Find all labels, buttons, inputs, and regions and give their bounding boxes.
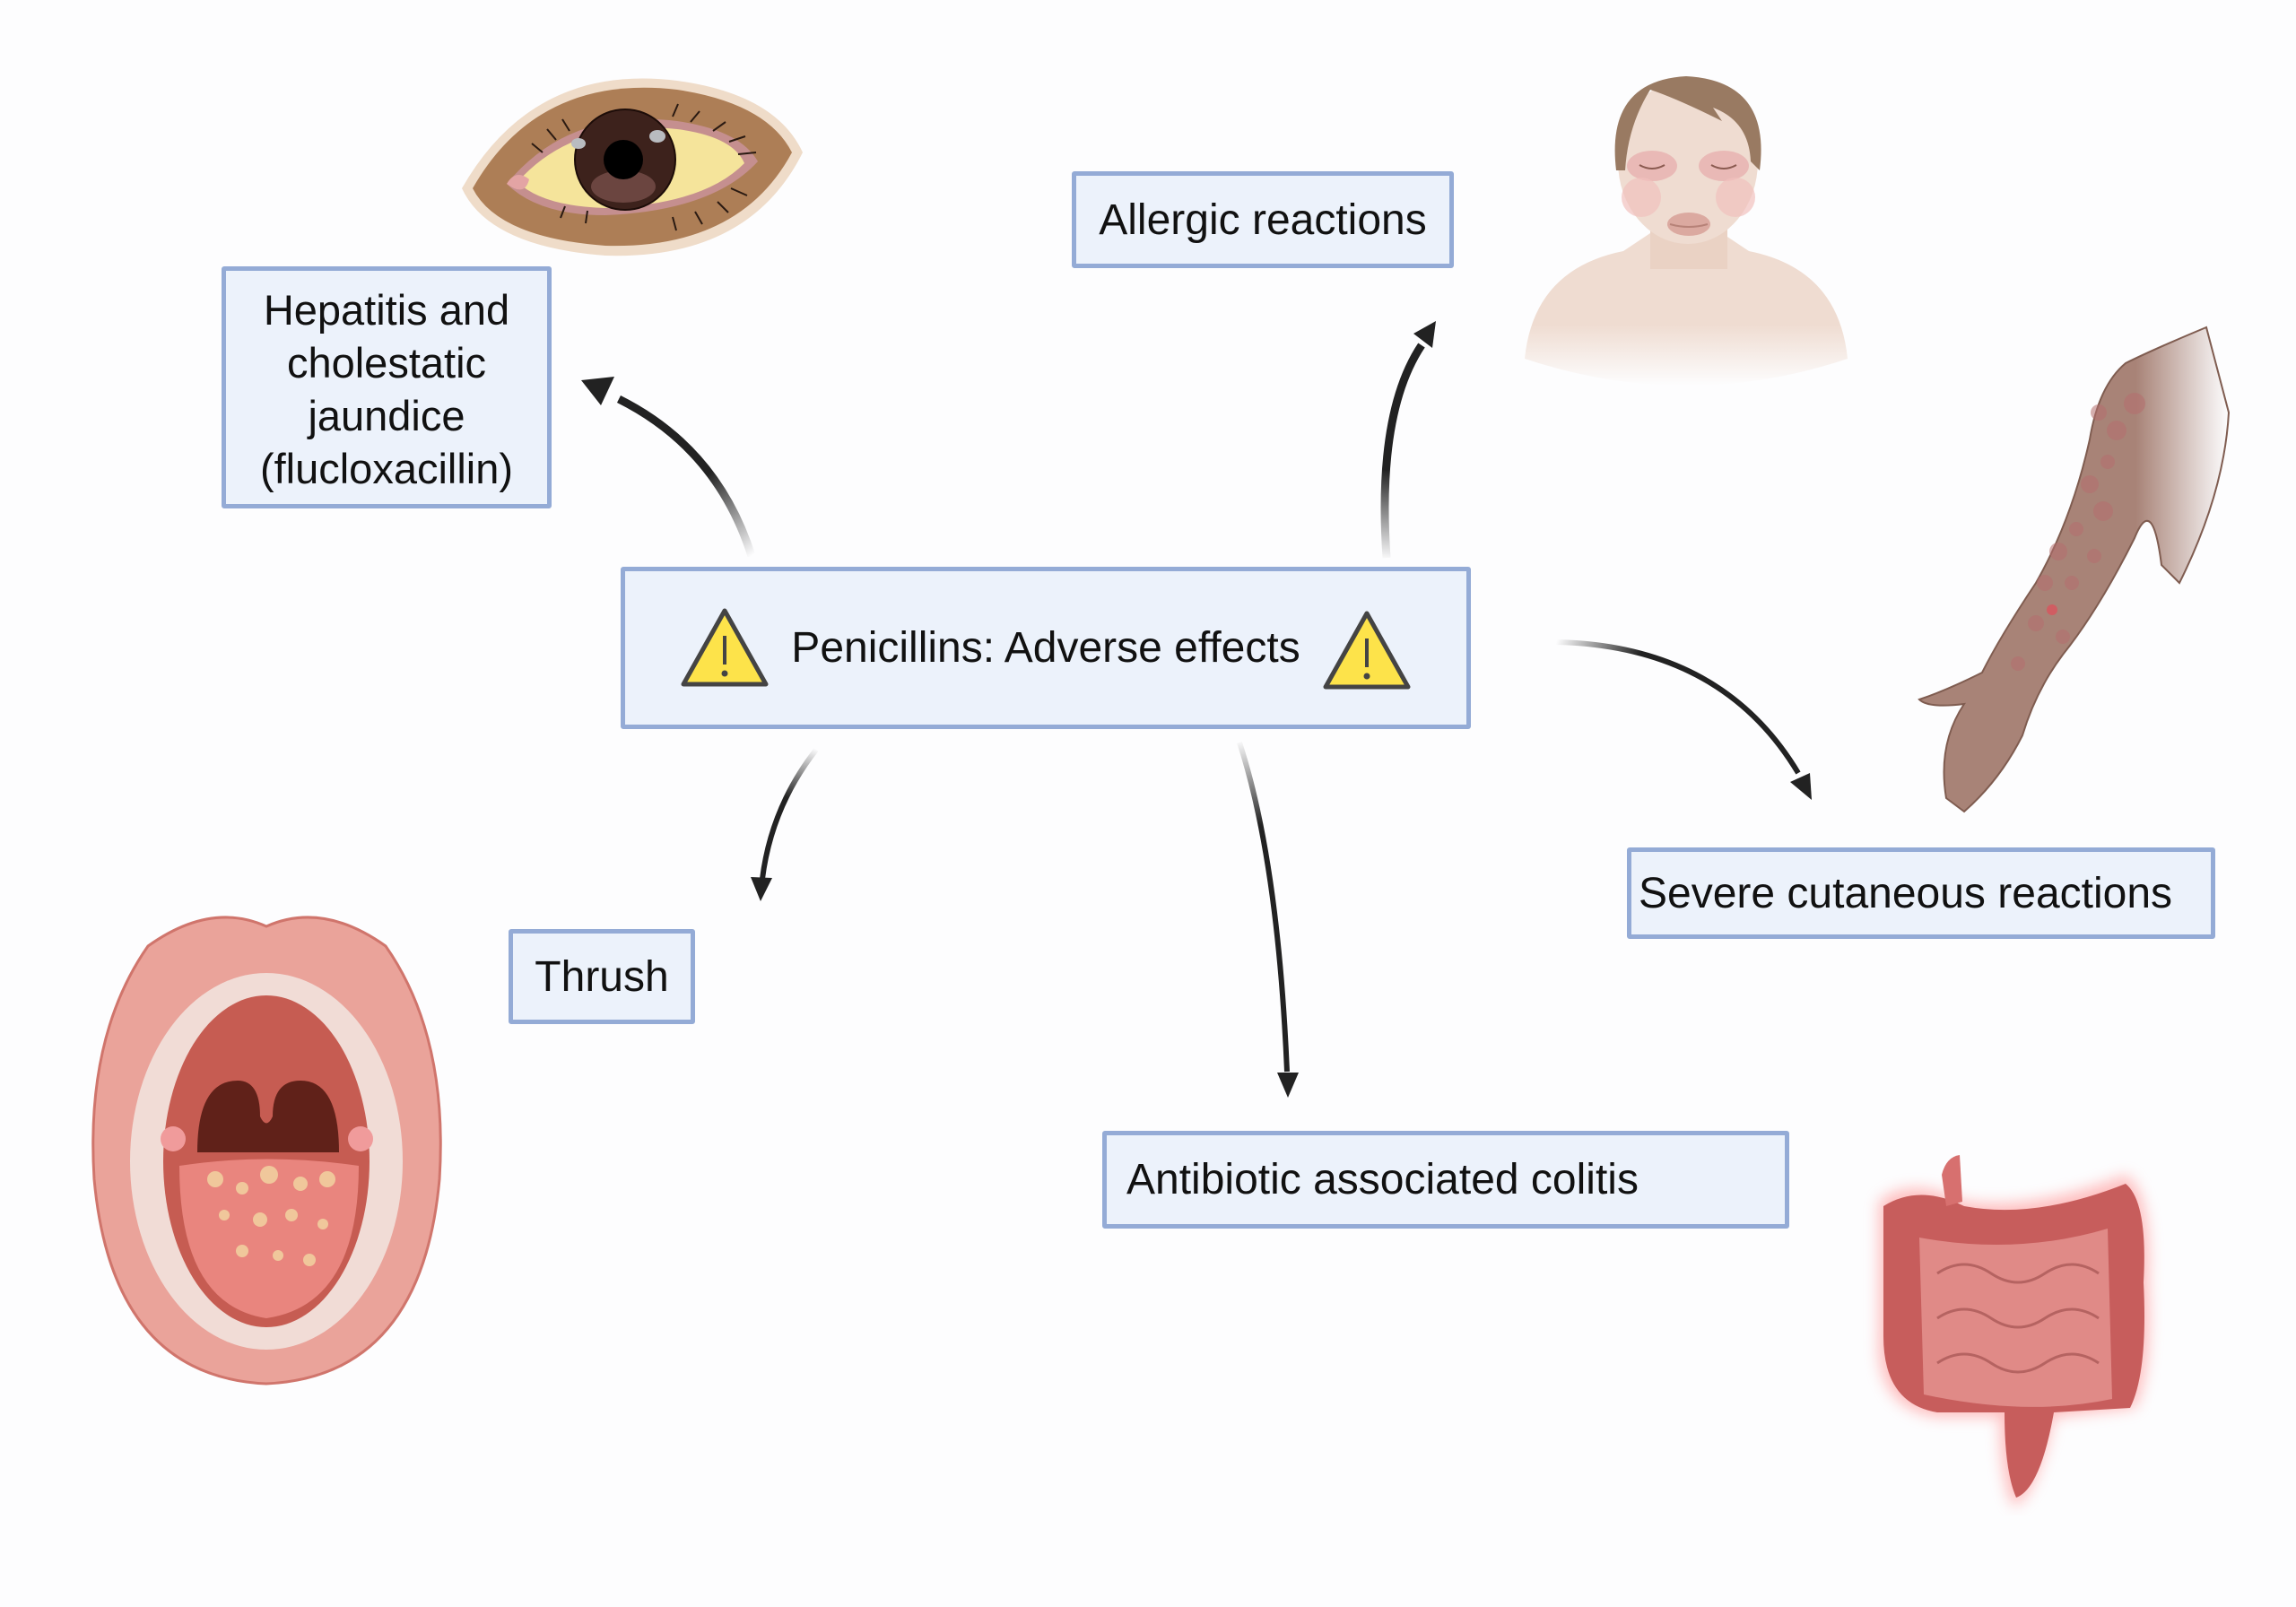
arrow-to-colitis — [1237, 742, 1299, 1098]
central-topic-label: Penicillins: Adverse effects — [791, 624, 1300, 672]
thrush-box: Thrush — [509, 929, 695, 1024]
antibiotic-colitis-box: Antibiotic associated colitis — [1102, 1131, 1789, 1229]
warning-triangle-icon — [1323, 611, 1411, 689]
severe-cutaneous-reactions-box: Severe cutaneous reactions — [1627, 847, 2215, 939]
arrow-to-allergic — [1380, 321, 1436, 559]
warning-triangle-icon — [681, 608, 769, 686]
arrow-to-hepatitis — [581, 377, 756, 558]
jaundiced-eye-illustration — [462, 78, 803, 256]
allergic-reactions-label: Allergic reactions — [1099, 195, 1427, 244]
hepatitis-effect-box: Hepatitis and cholestatic jaundice (fluc… — [222, 266, 552, 508]
thrush-label: Thrush — [535, 952, 669, 1001]
hepatitis-label-line: cholestatic — [286, 339, 487, 387]
allergic-reactions-box: Allergic reactions — [1072, 171, 1454, 268]
open-mouth-thrush-illustration — [91, 916, 442, 1385]
arrow-to-thrush — [751, 748, 819, 901]
hepatitis-label-line: Hepatitis and — [263, 286, 510, 334]
swollen-face-illustration — [1525, 76, 1848, 386]
antibiotic-colitis-label: Antibiotic associated colitis — [1126, 1156, 1639, 1203]
arrow-to-severe — [1555, 639, 1812, 800]
hepatitis-label-line: (flucloxacillin) — [259, 445, 514, 492]
hepatitis-label-line: jaundice — [308, 392, 465, 439]
severe-cutaneous-reactions-label: Severe cutaneous reactions — [1639, 869, 2173, 917]
arm-with-rash-illustration — [1918, 326, 2231, 813]
inflamed-intestines-illustration — [1878, 1155, 2149, 1507]
central-topic-box: Penicillins: Adverse effects — [621, 567, 1471, 729]
